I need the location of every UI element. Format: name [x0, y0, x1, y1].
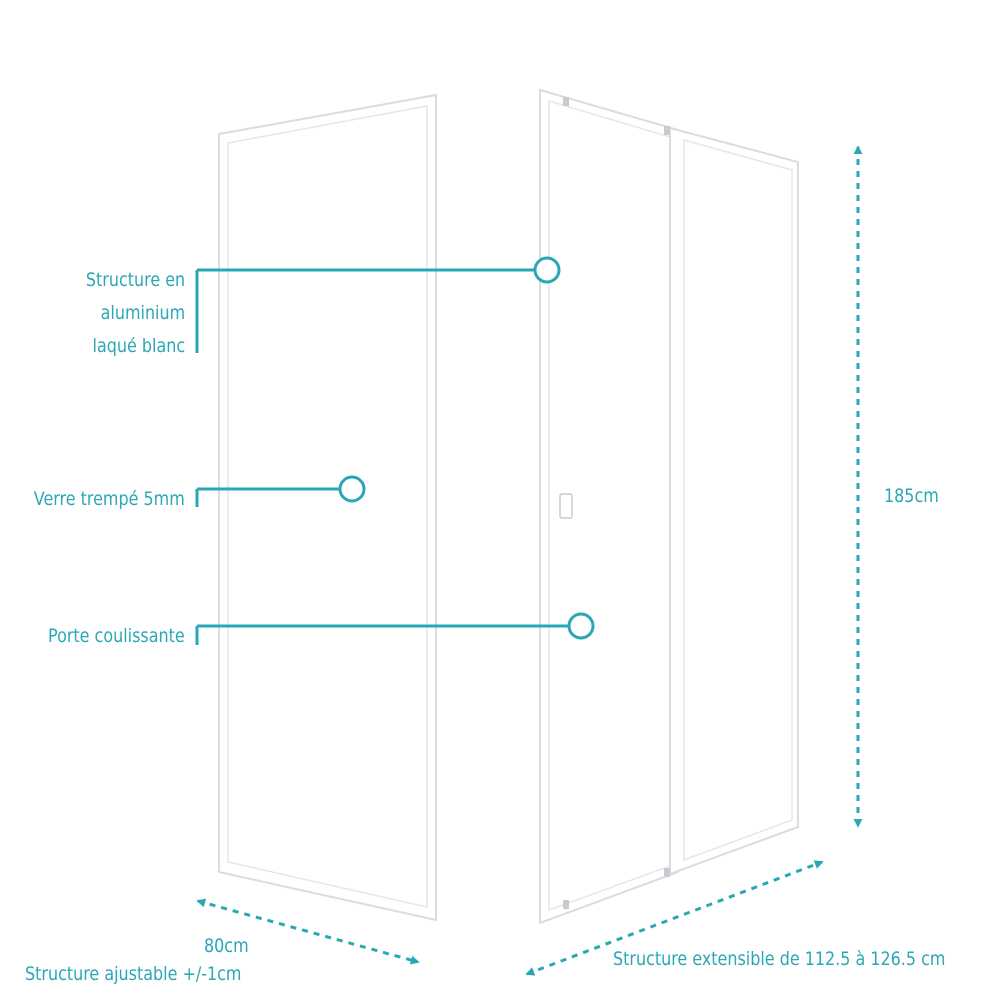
label-structure-line3: laqué blanc [92, 335, 185, 357]
roller-top-left [563, 97, 569, 106]
callout-door [195, 612, 595, 645]
roller-bottom-right [664, 868, 670, 877]
label-structure: Structure en aluminium laqué blanc [86, 264, 185, 363]
side-panel [218, 93, 437, 922]
front-panel [539, 88, 799, 925]
label-structure-line1: Structure en [85, 269, 185, 291]
callout-glass-marker [338, 475, 366, 503]
label-door: Porte coulissante [48, 625, 185, 647]
label-height: 185cm [884, 485, 939, 507]
door-handle [559, 493, 573, 519]
label-side-width: 80cm [204, 935, 249, 957]
label-glass: Verre trempé 5mm [34, 488, 185, 510]
callout-structure [195, 256, 561, 353]
side-width-arrow [196, 898, 420, 965]
callout-structure-marker [533, 256, 561, 284]
callout-glass [195, 475, 366, 507]
label-structure-line2: aluminium [100, 302, 185, 324]
roller-top-right [664, 126, 670, 135]
label-front-width: Structure extensible de 112.5 à 126.5 cm [613, 948, 946, 970]
roller-bottom-left [563, 900, 569, 909]
front-width-arrow [525, 860, 824, 976]
callout-door-marker [567, 612, 595, 640]
label-side-adjust: Structure ajustable +/-1cm [25, 963, 242, 985]
